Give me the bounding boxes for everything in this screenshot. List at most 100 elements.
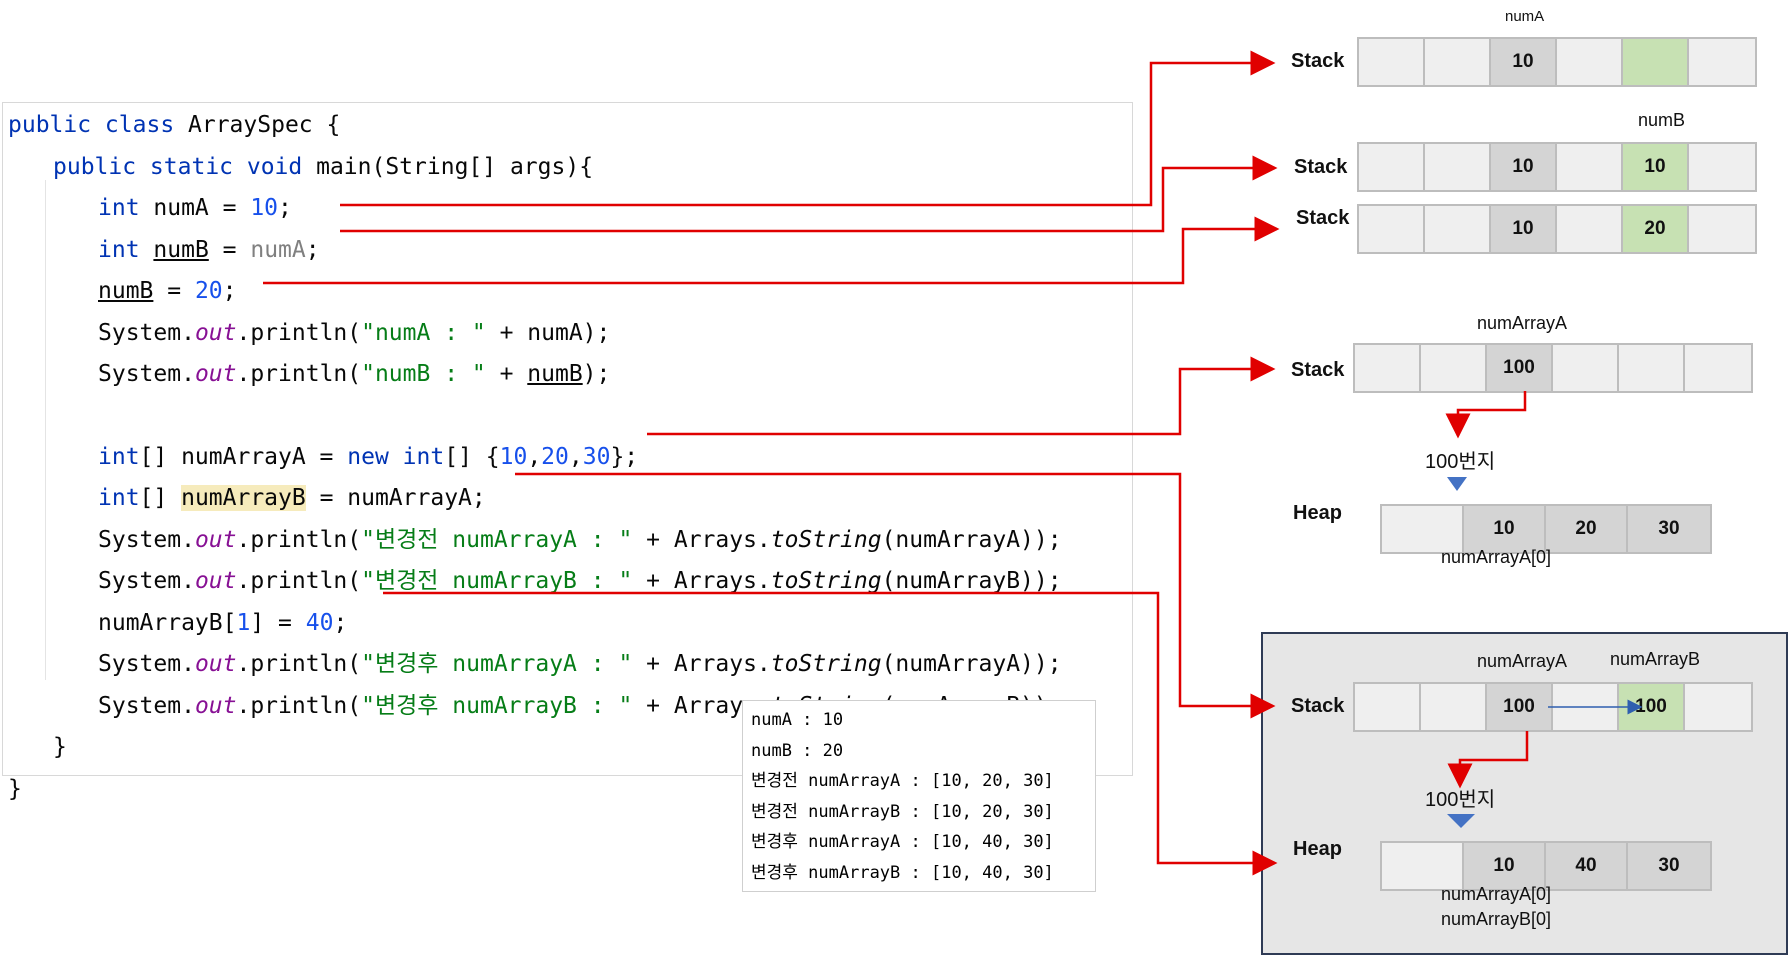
stack-label: Stack (1291, 695, 1345, 717)
string-literal: "변경후 numArrayB : " (361, 693, 633, 719)
number-literal: 20 (194, 278, 223, 304)
stack-cell: 10 (1623, 144, 1689, 190)
stack-cell (1553, 345, 1619, 391)
code-text: System. (98, 651, 195, 677)
stack-cell (1359, 144, 1425, 190)
arrow-numArrayB-40 (383, 591, 1278, 876)
code-line-16: } (8, 776, 22, 802)
code-text: , (527, 444, 542, 470)
method-name: toString (770, 651, 882, 677)
code-text: [] { (444, 444, 500, 470)
stack-cell (1421, 345, 1487, 391)
code-text: + Arrays. (632, 568, 771, 594)
number-literal: 20 (541, 444, 569, 470)
stack-label: Stack (1296, 207, 1350, 229)
code-text: ); (582, 361, 611, 387)
heap-label: Heap (1293, 838, 1342, 860)
console-line: 변경전 numArrayA : [10, 20, 30] (751, 771, 1054, 791)
code-text: System. (98, 568, 195, 594)
code-text: }; (610, 444, 639, 470)
variable: numB (98, 278, 154, 304)
console-line: 변경전 numArrayB : [10, 20, 30] (751, 801, 1054, 822)
code-text: .println( (236, 693, 362, 719)
code-text: ; (278, 195, 292, 221)
code-text: (numArrayA)); (881, 527, 1062, 553)
code-text: numA = (139, 195, 251, 221)
code-editor (2, 102, 1133, 776)
console-line: 변경후 numArrayA : [10, 40, 30] (751, 832, 1054, 852)
string-literal: "numA : " (361, 320, 486, 346)
code-text: numArrayB[ (98, 610, 237, 636)
stack-cell: 100 (1487, 345, 1553, 391)
code-line-9: int[] numArrayB = numArrayA; (98, 479, 486, 518)
stack-cell: 10 (1491, 206, 1557, 252)
heap-cells-2: 10 40 30 (1380, 841, 1712, 891)
variable: numB (153, 237, 209, 263)
address-label: 100번지 (1425, 789, 1496, 811)
code-text: (numArrayA)); (881, 651, 1062, 677)
arrow-numB-20 (263, 216, 1280, 285)
keyword: int (98, 195, 140, 221)
arrow-numA (340, 50, 1276, 207)
highlighted-variable: numArrayB (181, 485, 306, 511)
stack-cells-1: 10 (1357, 37, 1757, 87)
code-text: .println( (236, 361, 362, 387)
heap-cell (1382, 843, 1464, 889)
code-line-7: System.out.println("numB : " + numB); (98, 355, 610, 394)
stack-label: Stack (1294, 156, 1348, 178)
stack-cell (1557, 39, 1623, 85)
code-text: (numArrayB)); (881, 568, 1062, 594)
var-label-numA: numA (1505, 8, 1545, 25)
code-text: [] numArrayA = (139, 444, 348, 470)
code-line-5: numB = 20; (98, 272, 237, 311)
stack-cell (1425, 39, 1491, 85)
code-text: ; (222, 278, 237, 304)
stack-cell (1359, 39, 1425, 85)
heap-cells-1: 10 20 30 (1380, 504, 1712, 554)
pointer-marker (1447, 477, 1467, 491)
stack-label: Stack (1291, 50, 1345, 72)
keyword: public static void (53, 154, 303, 180)
static-field: out (194, 527, 237, 553)
string-literal: "변경전 numArrayB : " (361, 568, 633, 594)
code-text: = (208, 237, 251, 263)
static-field: out (194, 693, 237, 719)
stack-cells-3: 10 20 (1357, 204, 1757, 254)
code-text: main(String[] args){ (302, 154, 594, 180)
var-label-numArrayA: numArrayA (1477, 651, 1568, 671)
code-line-3: int numA = 10; (98, 189, 292, 228)
number-literal: 30 (582, 444, 611, 470)
code-text: + Arrays. (632, 651, 771, 677)
method-name: toString (770, 527, 882, 553)
unused-value: numA (250, 237, 306, 263)
console-line: 변경후 numArrayB : [10, 40, 30] (751, 862, 1054, 883)
code-text: [] (139, 485, 182, 511)
code-text: .println( (236, 527, 362, 553)
keyword: int (98, 485, 140, 511)
index-label: numArrayA[0] (1441, 547, 1552, 567)
indent-guide (45, 180, 46, 680)
stack-cell (1355, 684, 1421, 730)
code-line-10: System.out.println("변경전 numArrayA : " + … (98, 521, 1062, 560)
heap-cell: 40 (1546, 843, 1628, 889)
console-output: numA : 10 numB : 20 변경전 numArrayA : [10,… (742, 700, 1096, 892)
arrow-numB-assign (340, 155, 1278, 233)
code-text: System. (98, 320, 195, 346)
number-literal: 10 (499, 444, 528, 470)
code-text: ArraySpec { (174, 112, 341, 138)
stack-cell (1623, 39, 1689, 85)
code-line-2: public static void main(String[] args){ (53, 148, 593, 187)
stack-cells-5: 100 100 (1353, 682, 1753, 732)
heap-cell: 10 (1464, 843, 1546, 889)
stack-cell: 100 (1487, 684, 1553, 730)
var-label-numB: numB (1638, 110, 1686, 130)
code-text: .println( (236, 568, 362, 594)
heap-cell: 10 (1464, 506, 1546, 552)
arrow-numArrayB (515, 472, 1276, 719)
code-line-1: public class ArraySpec { (8, 106, 340, 145)
index-label: numArrayA[0] (1441, 884, 1552, 904)
keyword: int (98, 237, 140, 263)
heap-cell: 20 (1546, 506, 1628, 552)
heap-cell: 30 (1628, 843, 1710, 889)
